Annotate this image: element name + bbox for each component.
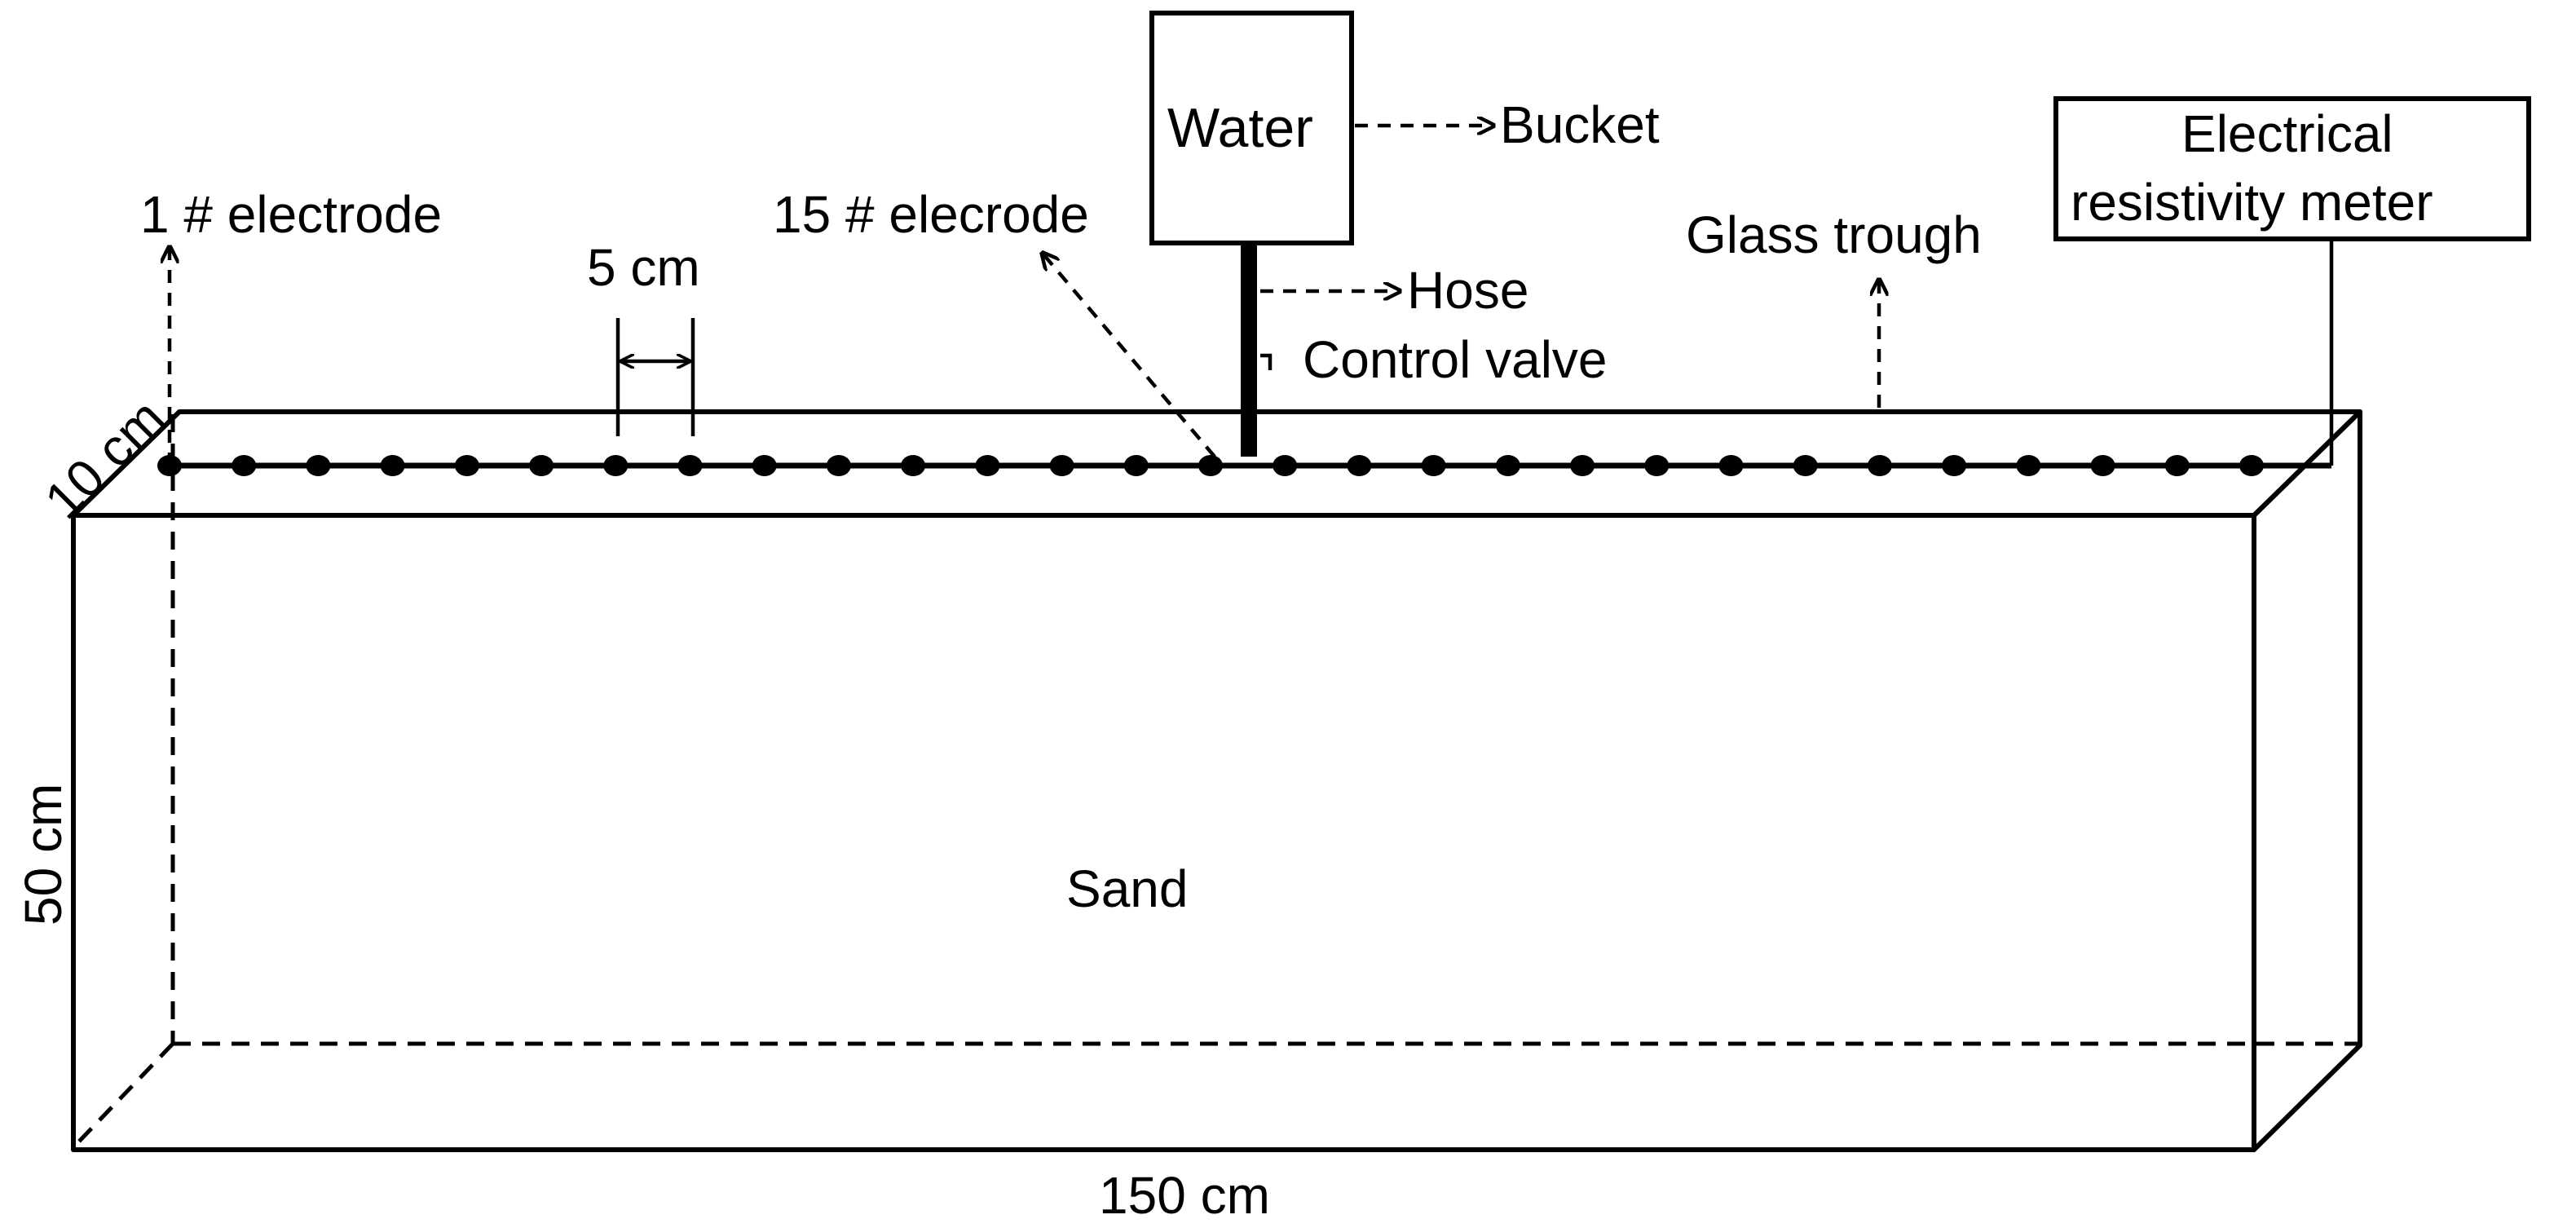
electrode-20: [1570, 455, 1595, 476]
bucket-label: Bucket: [1500, 95, 1660, 154]
electrode-4: [380, 455, 405, 476]
electrode-27: [2090, 455, 2115, 476]
water-bucket: [1149, 11, 1354, 245]
electrode-11: [901, 455, 926, 476]
electrode-14: [1123, 455, 1149, 476]
electrode-25: [1942, 455, 1967, 476]
electrode-10: [826, 455, 851, 476]
electrode-8: [677, 455, 703, 476]
electrode-9: [752, 455, 777, 476]
electrode-17: [1347, 455, 1372, 476]
electrode-23: [1793, 455, 1818, 476]
trough-front-face: [71, 513, 2256, 1152]
hose: [1241, 243, 1257, 457]
meter-label-line2: resistivity meter: [2071, 173, 2433, 232]
length-dimension-label: 150 cm: [1099, 1166, 1270, 1225]
electrode-12: [975, 455, 1000, 476]
electrode-15: [1198, 455, 1223, 476]
electrode-29: [2239, 455, 2264, 476]
electrode-5: [454, 455, 479, 476]
trough-side-face: [2252, 409, 2362, 1152]
water-label: Water: [1167, 97, 1313, 159]
hose-label: Hose: [1407, 261, 1528, 320]
width-dimension-label: 10 cm: [33, 388, 175, 530]
electrode-28: [2164, 455, 2190, 476]
glass-trough-label: Glass trough: [1686, 205, 1982, 264]
resistivity-meter: [2053, 96, 2531, 241]
control-valve-pointer: [1260, 353, 1273, 370]
electrode-22: [1718, 455, 1744, 476]
control-valve-label: Control valve: [1303, 330, 1608, 389]
electrode-16: [1273, 455, 1298, 476]
electrode-18: [1421, 455, 1446, 476]
meter-label-line1: Electrical: [2181, 104, 2393, 163]
electrode-24: [1867, 455, 1892, 476]
electrode-19: [1495, 455, 1520, 476]
electrode-1-label: 1 # electrode: [140, 185, 442, 244]
height-dimension-label: 50 cm: [14, 784, 73, 925]
electrode-array: [157, 455, 2264, 476]
electrode-6: [529, 455, 554, 476]
electrode-3: [306, 455, 331, 476]
electrode-15-label: 15 # elecrode: [773, 185, 1089, 244]
electrode-2: [232, 455, 257, 476]
hidden-edge-diagonal: [73, 1042, 174, 1147]
electrode-26: [2016, 455, 2041, 476]
electrode-7: [603, 455, 629, 476]
electrode-13: [1049, 455, 1074, 476]
electrode-21: [1644, 455, 1670, 476]
electrode-15-pointer: [1043, 254, 1216, 458]
spacing-label: 5 cm: [587, 238, 700, 297]
sand-label: Sand: [1066, 859, 1188, 918]
